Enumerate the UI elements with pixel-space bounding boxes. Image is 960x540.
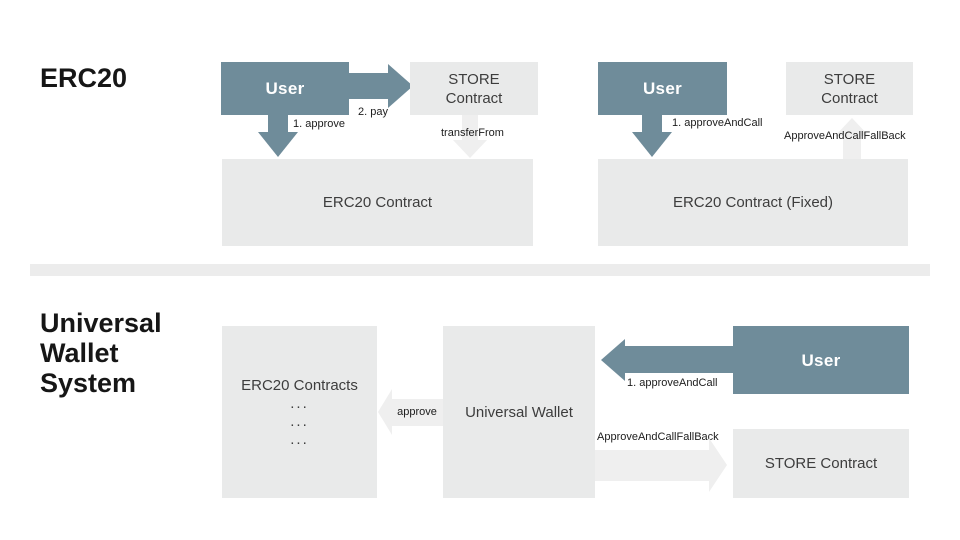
transferfrom-arrow-label: transferFrom [441, 127, 504, 139]
approveandcall-arrow-shaft [642, 115, 662, 132]
approve-arrow-shaft [268, 115, 288, 132]
ellipsis-row: ... [290, 412, 309, 430]
transferfrom-arrow-shaft [462, 115, 478, 140]
user-box-fixed: User [598, 62, 727, 115]
erc20-contracts-box: ERC20 Contracts ... ... ... [222, 326, 377, 498]
fallback-arrow-head-icon [835, 115, 869, 136]
erc20-contract-box: ERC20 Contract [222, 159, 533, 246]
erc20-contracts-label: ERC20 Contracts [241, 376, 358, 394]
approve-arrow-label: 1. approve [293, 118, 345, 130]
user-approveandcall-arrow-shaft [622, 346, 733, 373]
erc20-contract-fixed-box: ERC20 Contract (Fixed) [598, 159, 908, 246]
pay-arrow-label: 2. pay [358, 106, 388, 118]
transferfrom-arrow-head-icon [453, 140, 487, 161]
store-contract-box-fixed: STORE Contract [786, 62, 913, 115]
section-title-erc20: ERC20 [40, 63, 128, 93]
section-divider [30, 264, 930, 276]
user-box: User [221, 62, 349, 115]
ellipsis-row: ... [290, 430, 309, 448]
fallback-arrow-label: ApproveAndCallFallBack [784, 130, 906, 142]
pay-arrow-head-icon [388, 64, 416, 108]
approve-left-arrow-head-icon [375, 389, 392, 435]
universal-wallet-box: Universal Wallet [443, 326, 595, 498]
wallet-fallback-arrow-label: ApproveAndCallFallBack [597, 431, 719, 443]
section-title-universal-wallet-system: Universal Wallet System [40, 308, 162, 398]
approve-left-arrow-shaft [389, 399, 445, 426]
fallback-arrow-shaft [843, 133, 861, 159]
approveandcall-arrow-label: 1. approveAndCall [672, 117, 763, 129]
store-contract-box-universal: STORE Contract [733, 429, 909, 498]
user-approveandcall-arrow-head-icon [598, 339, 625, 381]
ellipsis-row: ... [290, 394, 309, 412]
pay-arrow-shaft [349, 73, 388, 99]
wallet-fallback-arrow-shaft [595, 450, 709, 481]
approve-arrow-head-icon [258, 132, 298, 160]
store-contract-box: STORE Contract [410, 62, 538, 115]
wallet-fallback-arrow-head-icon [709, 438, 730, 492]
approveandcall-arrow-head-icon [632, 132, 672, 160]
approve-left-arrow-label: approve [397, 406, 437, 418]
user-approveandcall-arrow-label: 1. approveAndCall [627, 377, 718, 389]
user-box-universal: User [733, 326, 909, 394]
